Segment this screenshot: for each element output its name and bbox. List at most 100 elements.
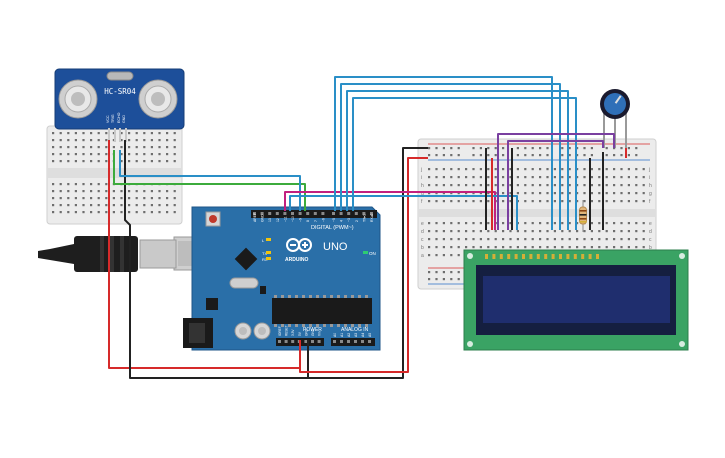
breadboard-hole (465, 238, 468, 241)
potentiometer[interactable] (600, 89, 630, 148)
breadboard-hole (494, 176, 497, 179)
breadboard-hole (553, 176, 556, 179)
breadboard-hole (479, 184, 482, 187)
breadboard-hole (531, 200, 534, 203)
arduino-uno[interactable]: DIGITAL (PWM~) POWER ANALOG IN ON TX RX … (173, 206, 381, 351)
breadboard-hole (52, 204, 55, 207)
breadboard-hole (74, 190, 77, 193)
lcd-pin (492, 254, 496, 259)
breadboard-hole (487, 230, 490, 233)
rail-hole (516, 147, 519, 150)
breadboard-hole (112, 211, 115, 214)
reset-button[interactable] (209, 215, 217, 223)
header-pin (278, 340, 281, 343)
row-letter: c (649, 237, 652, 243)
lcd-pin (559, 254, 562, 259)
on-label: ON (369, 251, 376, 256)
breadboard-hole (135, 197, 138, 200)
breadboard-hole (642, 246, 645, 249)
digital-pin-label: AREF (253, 213, 257, 222)
breadboard-hole (502, 222, 505, 225)
breadboard-hole (627, 184, 630, 187)
breadboard-hole (487, 238, 490, 241)
breadboard-hole (128, 146, 131, 149)
breadboard-hole (546, 192, 549, 195)
breadboard-hole (516, 168, 519, 171)
breadboard-hole (74, 146, 77, 149)
breadboard-hole (435, 168, 438, 171)
breadboard-hole (613, 238, 616, 241)
breadboard-hole (128, 139, 131, 142)
breadboard-hole (524, 168, 527, 171)
breadboard-hole (173, 160, 176, 163)
rail-hole (576, 154, 579, 157)
breadboard-hole (509, 168, 512, 171)
breadboard-hole (442, 238, 445, 241)
digital-pin-label: ~6 (321, 218, 325, 222)
tx-label: TX (262, 251, 267, 256)
header-pin (354, 212, 358, 215)
ultrasonic-sensor[interactable]: HC-SR04 VCC TRIG ECHO GND (54, 68, 185, 142)
rail-hole (479, 154, 482, 157)
breadboard-hole (450, 200, 453, 203)
rail-hole (516, 154, 519, 157)
row-letter: i (421, 175, 422, 181)
breadboard-hole (120, 197, 123, 200)
breadboard-hole (605, 192, 608, 195)
header-pin (333, 340, 336, 343)
header-pin (321, 212, 325, 215)
wires[interactable] (108, 76, 627, 379)
breadboard-hole (158, 204, 161, 207)
rail-hole (561, 147, 564, 150)
breadboard-hole (82, 153, 85, 156)
breadboard-hole (450, 254, 453, 257)
breadboard-hole (524, 238, 527, 241)
breadboard-hole (479, 246, 482, 249)
breadboard-hole (568, 192, 571, 195)
breadboard-hole (531, 222, 534, 225)
breadboard-hole (135, 146, 138, 149)
analog-header[interactable] (331, 338, 375, 346)
lcd-pin (551, 254, 555, 259)
breadboard-hole (450, 192, 453, 195)
breadboard-hole (561, 222, 564, 225)
breadboard-hole (435, 230, 438, 233)
breadboard-hole (150, 190, 153, 193)
breadboard-hole (112, 139, 115, 142)
rail-hole (428, 147, 431, 150)
breadboard-hole (583, 200, 586, 203)
breadboard-hole (472, 176, 475, 179)
breadboard-hole (620, 168, 623, 171)
breadboard-hole (59, 211, 62, 214)
digital-pin-label: TX▸1 (362, 214, 366, 222)
breadboard-hole (487, 192, 490, 195)
breadboard-hole (516, 176, 519, 179)
breadboard-hole (105, 146, 108, 149)
breadboard-hole (442, 176, 445, 179)
breadboard-hole (52, 211, 55, 214)
breadboard-hole (553, 168, 556, 171)
arduino-brand: ARDUINO (285, 257, 308, 263)
digital-pin-label: RX◂0 (370, 214, 374, 222)
breadboard-hole (516, 238, 519, 241)
rail-hole (605, 147, 608, 150)
analog-pin-label: A3 (354, 333, 358, 337)
digital-pin-label: ~5 (332, 218, 336, 222)
lcd-display[interactable] (463, 249, 689, 351)
resistor[interactable] (579, 200, 587, 232)
breadboard-hole (546, 176, 549, 179)
row-letter: j (648, 167, 650, 173)
breadboard-hole (465, 192, 468, 195)
breadboard-hole (479, 238, 482, 241)
breadboard-hole (583, 168, 586, 171)
breadboard-hole (553, 200, 556, 203)
power-pin-label: 5V (298, 331, 302, 336)
chip-pin (358, 295, 361, 298)
breadboard-hole (166, 160, 169, 163)
breadboard-hole (143, 197, 146, 200)
breadboard-hole (428, 168, 431, 171)
breadboard-hole (502, 200, 505, 203)
breadboard-hole (457, 238, 460, 241)
row-letter: b (421, 245, 424, 251)
